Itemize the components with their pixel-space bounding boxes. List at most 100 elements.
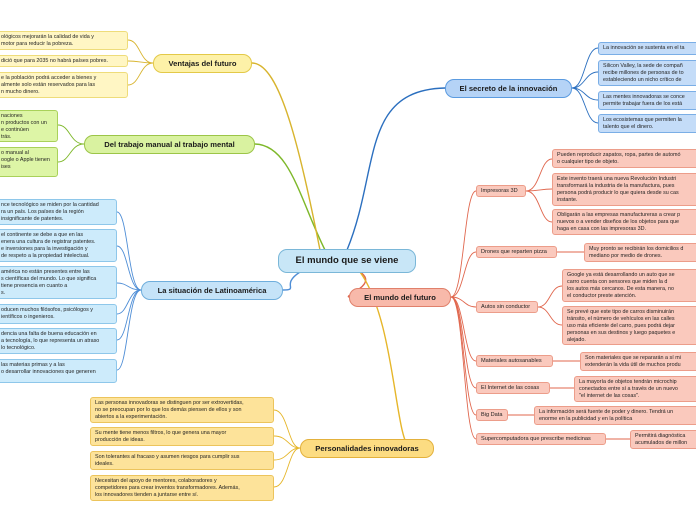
branch-mundo-del-futuro[interactable]: El mundo del futuro (349, 288, 451, 307)
leaf-line: persona podrá producir lo que quiera des… (557, 190, 679, 196)
leaf-line: Los ecosistemas que permiten la (603, 117, 682, 123)
branch-latinoamerica[interactable]: La situación de Latinoamérica (141, 281, 283, 300)
leaf-impresoras-3[interactable]: Obligarán a las empresas manufactureras … (552, 209, 696, 235)
leaf-line: La información será fuente de poder y di… (539, 409, 674, 415)
leaf-line: producción de ideas. (95, 437, 145, 443)
leaf-line: Permitirá diagnóstica (635, 433, 686, 439)
leaf-innovadoras-3[interactable]: Son tolerantes al fracaso y asumen riesg… (90, 451, 274, 470)
leaf-line: Obligarán a las empresas manufactureras … (557, 212, 681, 218)
leaf-line: Las mentes innovadoras se conce (603, 94, 685, 100)
branch-trabajo-manual-mental[interactable]: Del trabajo manual al trabajo mental (84, 135, 255, 154)
leaf-innovadoras-1[interactable]: Las personas innovadoras se distinguen p… (90, 397, 274, 423)
leaf-line: Muy pronto se recibirán los domicilios d (589, 246, 684, 252)
leaf-line: Google ya está desarrollando un auto que… (567, 272, 675, 278)
leaf-line: personas en sus destinos y luego paquete… (567, 330, 676, 336)
central-topic[interactable]: El mundo que se viene (278, 249, 416, 273)
sub-materiales-autosanables[interactable]: Materiales autosanables (476, 355, 553, 367)
leaf-line: permite trabajar fuera de los está (603, 101, 683, 107)
leaf-line: nce tecnológico se miden por la cantidad (1, 202, 99, 208)
leaf-line: La mayoría de objetos tendrán microchip (579, 379, 677, 385)
leaf-line: ientíficos o ingenieros. (1, 314, 55, 320)
leaf-latam-1[interactable]: nce tecnológico se miden por la cantidad… (0, 199, 117, 225)
leaf-line: talento que el dinero. (603, 124, 654, 130)
sub-autos-sin-conductor[interactable]: Autos sin conductor (476, 301, 538, 313)
leaf-line: ológicos mejorarán la calidad de vida y (1, 34, 94, 40)
leaf-secreto-1[interactable]: La innovación se sustenta en el ta (598, 42, 696, 55)
leaf-line: ideales. (95, 461, 114, 467)
leaf-line: enera una cultura de registrar patentes. (1, 239, 96, 245)
leaf-line: Pueden reproducir zapatos, ropa, partes … (557, 152, 681, 158)
leaf-line: o desarrollar innovaciones que generen (1, 369, 96, 375)
leaf-bigdata-1[interactable]: La información será fuente de poder y di… (534, 406, 696, 425)
leaf-innovadoras-4[interactable]: Necesitan del apoyo de mentores, colabor… (90, 475, 274, 501)
leaf-line: insignificante de patentes. (1, 216, 64, 222)
sub-drones-pizza[interactable]: Drones que reparten pizza (476, 246, 557, 258)
leaf-line: enorme en la publicidad y en la política (539, 416, 633, 422)
leaf-line: uso más eficiente del carro, pues podrá … (567, 323, 675, 329)
leaf-line: las materias primas y a las (1, 362, 65, 368)
leaf-line: no se preocupan por lo que los demás pie… (95, 407, 242, 413)
sub-big-data[interactable]: Big Data (476, 409, 508, 421)
leaf-drones-1[interactable]: Muy pronto se recibirán los domicilios d… (584, 243, 696, 262)
leaf-innovadoras-2[interactable]: Su mente tiene menos filtros, lo que gen… (90, 427, 274, 446)
leaf-line: nuevos o a vender diseños de los objetos… (557, 219, 679, 225)
leaf-line: o cualquier tipo de objeto. (557, 159, 619, 165)
branch-secreto-innovacion[interactable]: El secreto de la innovación (445, 79, 572, 98)
leaf-line: tránsito, el número de vehículos en las … (567, 316, 675, 322)
leaf-line: Son tolerantes al fracaso y asumen riesg… (95, 454, 240, 460)
leaf-line: de respeto a la propiedad intelectual. (1, 253, 90, 259)
leaf-line: lo tecnológico. (1, 345, 36, 351)
sub-internet-de-las-cosas[interactable]: El Internet de las cosas (476, 382, 550, 394)
leaf-line: Necesitan del apoyo de mentores, colabor… (95, 478, 217, 484)
leaf-line: el conductor preste atención. (567, 293, 637, 299)
leaf-line: Silicon Valley, la sede de compañ (603, 63, 683, 69)
branch-personalidades-innovadoras[interactable]: Personalidades innovadoras (300, 439, 434, 458)
leaf-line: acumulados de millon (635, 440, 688, 446)
leaf-line: Las personas innovadoras se distinguen p… (95, 400, 244, 406)
leaf-line: n mucho dinero. (1, 89, 40, 95)
leaf-line: s científicas del mundo. Lo que signific… (1, 276, 97, 282)
leaf-line: "el internet de las cosas". (579, 393, 640, 399)
leaf-line: alejado. (567, 337, 586, 343)
leaf-line: s. (1, 290, 6, 296)
leaf-line: Son materiales que se repararán a sí mi (585, 355, 681, 361)
leaf-line: dencia una falta de buena educación en (1, 331, 97, 337)
leaf-autos-2[interactable]: Se prevé que este tipo de carros disminu… (562, 306, 696, 345)
leaf-autos-1[interactable]: Google ya está desarrollando un auto que… (562, 269, 696, 302)
leaf-line: Se prevé que este tipo de carros disminu… (567, 309, 674, 315)
leaf-ventajas-2[interactable]: dició que para 2035 no habrá países pobr… (0, 55, 128, 67)
leaf-line: carro cuenta con sensores que miden la d (567, 279, 668, 285)
leaf-line: Este invento traerá una nueva Revolución… (557, 176, 677, 182)
leaf-line: n productos con un (1, 120, 47, 126)
leaf-line: a tecnología, lo que representa un atras… (1, 338, 100, 344)
leaf-impresoras-2[interactable]: Este invento traerá una nueva Revolución… (552, 173, 696, 206)
leaf-impresoras-1[interactable]: Pueden reproducir zapatos, ropa, partes … (552, 149, 696, 168)
sub-supercomputadora[interactable]: Supercomputadora que prescribe medicinas (476, 433, 606, 445)
leaf-line: extenderán la vida útil de muchos produ (585, 362, 681, 368)
leaf-line: trás. (1, 134, 12, 140)
leaf-line: dició que para 2035 no habrá países pobr… (1, 58, 108, 64)
leaf-line: los innovadores tienden a juntarse entre… (95, 492, 199, 498)
sub-impresoras-3d[interactable]: Impresoras 3D (476, 185, 526, 197)
leaf-line: Su mente tiene menos filtros, lo que gen… (95, 430, 227, 436)
branch-ventajas[interactable]: Ventajas del futuro (153, 54, 252, 73)
leaf-line: estableciendo un nicho crítico de (603, 77, 682, 83)
leaf-line: La innovación se sustenta en el ta (603, 45, 685, 51)
leaf-line: américa no están presentes entre las (1, 269, 90, 275)
